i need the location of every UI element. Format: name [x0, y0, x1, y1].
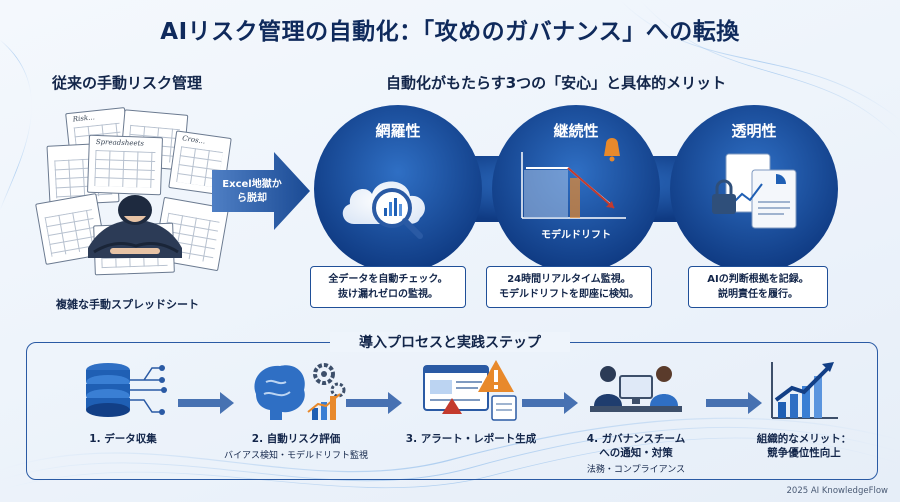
overwhelmed-person-icon: [88, 195, 182, 258]
continuity-title: 継続性: [553, 122, 599, 140]
step-5-label-line2: 競争優位性向上: [767, 447, 841, 459]
transparency-benefit-line2: 説明責任を履行。: [718, 289, 798, 300]
page-title: AIリスク管理の自動化：「攻めのガバナンス」への転換: [160, 19, 740, 45]
step-1-label: 1. データ収集: [89, 433, 157, 445]
coverage-benefit-line1: 全データを自動チェック。: [328, 274, 448, 285]
paper-label: Cros...: [181, 134, 206, 146]
step-4-label-line1: 4. ガバナンスチーム: [586, 433, 686, 445]
step-4-label-line2: への通知・対策: [599, 447, 673, 459]
transparency-title: 透明性: [731, 122, 777, 140]
continuity-benefit-box: 24時間リアルタイム監視。 モデルドリフトを即座に検知。: [486, 266, 652, 308]
continuity-benefit-line1: 24時間リアルタイム監視。: [507, 274, 631, 285]
spreadsheet-pile-illustration: Risk... Cros... Spreadsheets: [35, 106, 232, 286]
growth-chart-icon: [771, 362, 838, 419]
excel-escape-label: Excel地獄から脱却: [222, 179, 282, 204]
transparency-benefit-line1: AIの判断根拠を記録。: [707, 274, 809, 285]
benefits-heading: 自動化がもたらす3つの「安心」と具体的メリット: [386, 74, 727, 92]
manual-management-heading: 従来の手動リスク管理: [52, 74, 203, 92]
step-5-label-line1: 組織的なメリット：: [756, 433, 852, 445]
paper-label: Spreadsheets: [95, 137, 145, 148]
team-meeting-icon: [590, 366, 682, 412]
step-arrow-icon: [346, 392, 402, 414]
transparency-benefit-box: AIの判断根拠を記録。 説明責任を履行。: [688, 266, 828, 308]
coverage-benefit-box: 全データを自動チェック。 抜け漏れゼロの監視。: [310, 266, 466, 308]
brain-gear-icon: [254, 363, 346, 420]
step-arrow-icon: [178, 392, 234, 414]
benefit-circles-band: [314, 105, 838, 273]
step-arrow-icon: [706, 392, 762, 414]
manual-spreadsheet-caption: 複雑な手動スプレッドシート: [56, 298, 199, 311]
step-2-sub: バイアス検知・モデルドリフト監視: [223, 451, 368, 461]
cloud-magnifier-icon: [342, 181, 425, 239]
step-arrow-icon: [522, 392, 578, 414]
step-4-label: 4. ガバナンスチーム への通知・対策: [566, 432, 706, 460]
transition-arrow-icon: [212, 152, 310, 230]
drift-chart-icon: [521, 138, 626, 219]
continuity-benefit-line2: モデルドリフトを即座に検知。: [499, 289, 639, 300]
document-lock-icon: [712, 153, 797, 229]
process-section-title: 導入プロセスと実践ステップ: [330, 332, 570, 352]
step-4-sub: 法務・コンプライアンス: [586, 465, 686, 475]
step-5-label: 組織的なメリット： 競争優位性向上: [734, 432, 874, 460]
footer-credit: 2025 AI KnowledgeFlow: [786, 486, 889, 496]
alert-report-icon: [423, 360, 517, 421]
step-2-label: 2. 自動リスク評価: [251, 433, 341, 445]
step-3-label: 3. アラート・レポート生成: [405, 433, 537, 445]
model-drift-label: モデルドリフト: [541, 230, 611, 241]
coverage-benefit-line2: 抜け漏れゼロの監視。: [338, 289, 438, 300]
paper-label: Risk...: [72, 113, 96, 124]
database-icon: [86, 363, 167, 417]
coverage-title: 網羅性: [375, 122, 421, 140]
